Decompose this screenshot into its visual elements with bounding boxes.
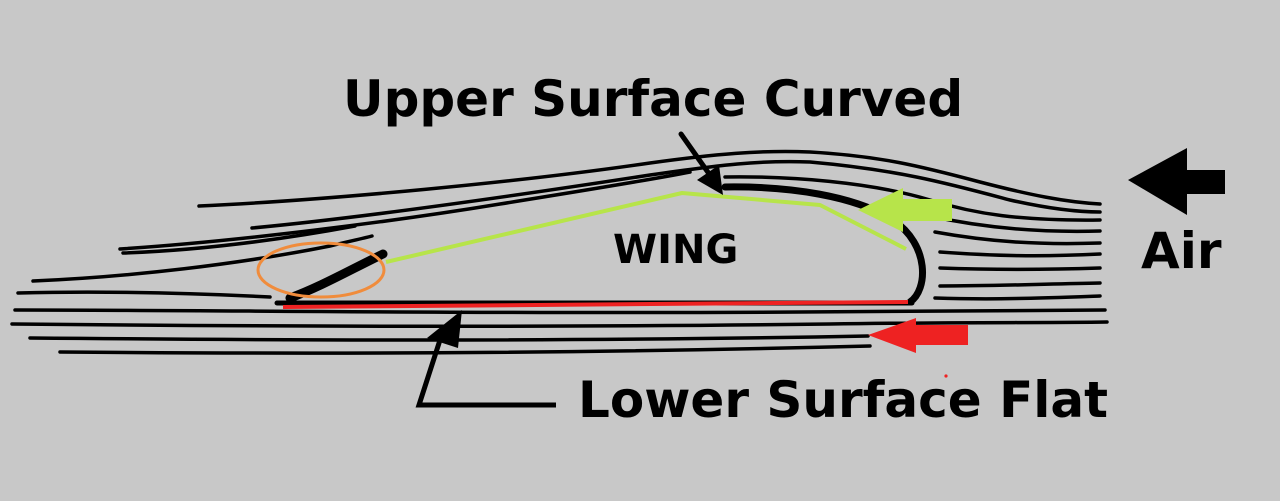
highlight-circle: [256, 241, 386, 299]
air-direction-arrow: [1128, 148, 1225, 215]
upper-surface-line: [385, 191, 907, 264]
air-label: Air: [1141, 222, 1222, 280]
streamline: [938, 281, 1102, 288]
streamline: [13, 308, 1107, 315]
streamline: [28, 334, 870, 342]
wing-leading-edge: [285, 249, 388, 303]
streamlines-upper: [31, 149, 1102, 301]
streamline: [16, 290, 272, 299]
lower-flow-arrow: [868, 318, 968, 353]
streamline: [10, 320, 1109, 329]
streamline: [938, 250, 1102, 258]
streamline: [121, 224, 357, 255]
streamline: [933, 294, 1102, 301]
streamline: [938, 266, 1102, 272]
lower-pointer-arrow: [415, 310, 556, 408]
streamline: [250, 159, 1102, 230]
upper-flow-arrow: [858, 188, 952, 232]
streamline: [118, 170, 692, 251]
streamline: [933, 230, 1102, 246]
upper-surface-label: Upper Surface Curved: [343, 70, 964, 128]
wing-label: WING: [613, 227, 739, 273]
streamline: [58, 344, 872, 355]
streamline: [197, 149, 1102, 208]
red-dot: [944, 374, 948, 378]
lower-surface-label: Lower Surface Flat: [578, 371, 1109, 429]
upper-pointer-arrow: [678, 131, 723, 195]
streamlines-lower: [10, 290, 1109, 355]
lower-surface-line: [282, 300, 909, 309]
